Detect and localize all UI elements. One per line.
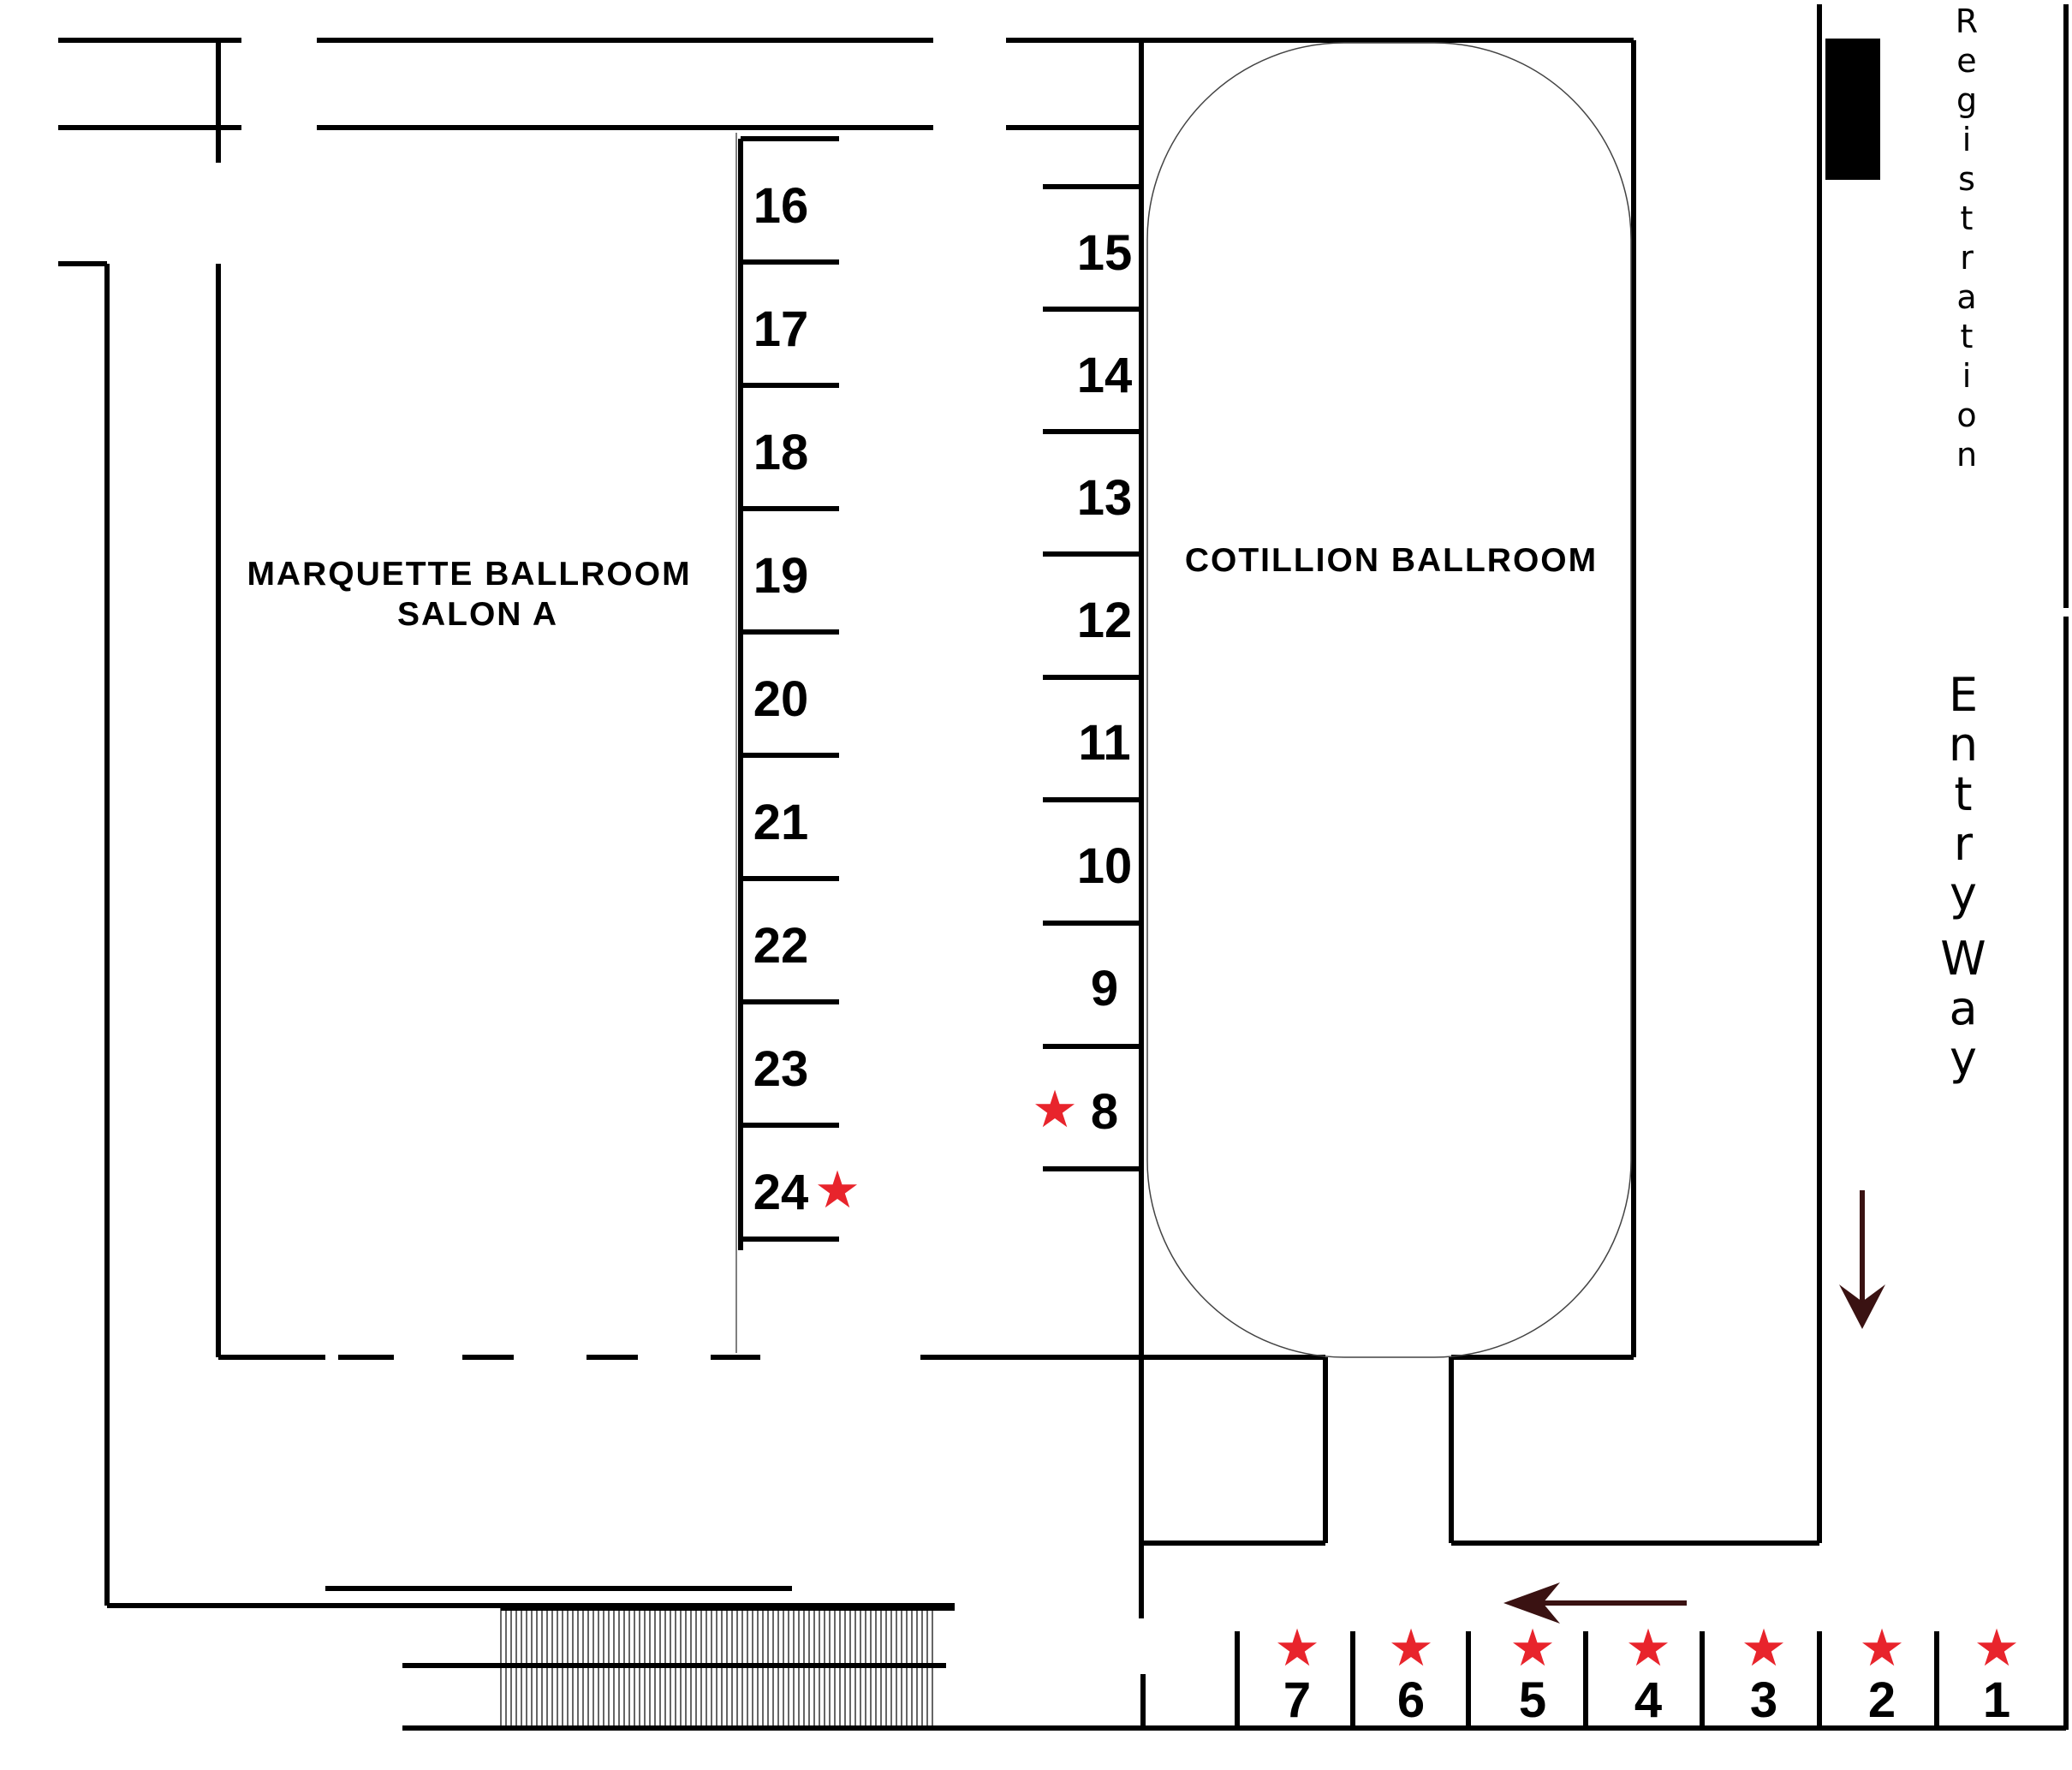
- registration-letter: r: [1960, 239, 1974, 277]
- booth-number: 23: [753, 1041, 809, 1097]
- booth-number: 6: [1397, 1672, 1425, 1728]
- booth-number: 14: [1077, 348, 1133, 403]
- registration-letter: i: [1962, 121, 1972, 158]
- booth-number: 1: [1983, 1672, 2010, 1728]
- cotillion-ballroom-floor: [1146, 42, 1632, 1358]
- entry-way-letter: r: [1954, 817, 1974, 871]
- booth-number: 17: [753, 301, 809, 357]
- booth-number: 4: [1634, 1672, 1662, 1728]
- highlight-star: ★: [1509, 1618, 1556, 1678]
- registration-letter: s: [1958, 160, 1975, 198]
- booth-number: 15: [1077, 225, 1133, 281]
- highlight-star: ★: [1274, 1618, 1320, 1678]
- highlight-star: ★: [1859, 1618, 1905, 1678]
- booth-number: 18: [753, 425, 809, 480]
- entry-way-letter: E: [1949, 668, 1978, 722]
- booth-number: 3: [1750, 1672, 1777, 1728]
- entry-way-letter: t: [1954, 767, 1972, 821]
- marquette-ballroom-label: MARQUETTE BALLROOM: [247, 556, 691, 593]
- booth-number: 5: [1519, 1672, 1546, 1728]
- walls: [58, 4, 2069, 1731]
- booth-number: 2: [1868, 1672, 1896, 1728]
- entry-way-letter: y: [1950, 867, 1977, 921]
- highlight-star: ★: [1388, 1618, 1434, 1678]
- entry-way-letter: y: [1950, 1031, 1977, 1085]
- booth-number: 20: [753, 671, 809, 727]
- entry-way-letter: W: [1940, 932, 1986, 986]
- highlight-stars: ★ ★ ★ ★ ★ ★ ★ ★ ★: [814, 1080, 2020, 1678]
- registration-letter: g: [1956, 81, 1977, 119]
- booth-number: 11: [1078, 715, 1130, 771]
- registration-letter: i: [1962, 357, 1972, 395]
- cotillion-ballroom-label: COTILLION BALLROOM: [1185, 542, 1598, 579]
- registration-letter: t: [1961, 318, 1974, 355]
- booth-number: 12: [1077, 593, 1133, 648]
- highlight-star: ★: [1032, 1080, 1078, 1140]
- booth-number: 21: [753, 795, 809, 850]
- booth-number: 16: [753, 178, 809, 234]
- marquette-salon-label: SALON A: [397, 596, 558, 633]
- stairs: [325, 1586, 955, 1725]
- highlight-star: ★: [1625, 1618, 1671, 1678]
- highlight-star: ★: [1741, 1618, 1787, 1678]
- booth-number: 24: [753, 1165, 809, 1220]
- booth-number: 22: [753, 918, 809, 974]
- registration-letter: o: [1956, 396, 1976, 434]
- registration-letter: n: [1956, 436, 1977, 474]
- entry-way-letter: n: [1949, 718, 1978, 772]
- booth-number: 10: [1077, 838, 1133, 894]
- registration-letter: R: [1956, 3, 1978, 40]
- corridor-arrow-left: [1503, 1582, 1687, 1624]
- highlight-star: ★: [814, 1160, 860, 1220]
- registration-letter: a: [1956, 278, 1976, 316]
- booth-number: 13: [1077, 470, 1133, 526]
- entry-arrow-down: [1839, 1190, 1885, 1329]
- entry-way-letter: a: [1949, 981, 1977, 1035]
- registration-desk: [1825, 39, 1880, 180]
- registration-letter: t: [1961, 200, 1974, 237]
- booth-number: 19: [753, 548, 809, 604]
- booth-number: 8: [1091, 1084, 1118, 1140]
- booth-number: 9: [1091, 961, 1118, 1016]
- booth-number: 7: [1283, 1672, 1311, 1728]
- registration-letter: e: [1956, 42, 1976, 80]
- highlight-star: ★: [1974, 1618, 2020, 1678]
